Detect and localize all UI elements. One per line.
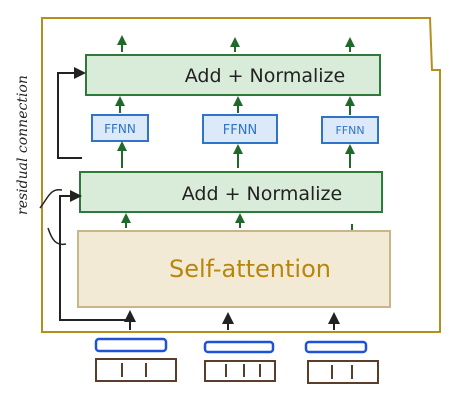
- input-blue-bar-2: [203, 340, 275, 354]
- residual-connection-lines: [39, 67, 128, 321]
- ffnn-to-top-arrows: [115, 96, 355, 115]
- ffnn-label-2: FFNN: [223, 123, 257, 138]
- encoder-block-border: [41, 17, 441, 333]
- ffnn-label-3: FFNN: [335, 124, 364, 137]
- bottom-to-ffnn-arrows: [117, 141, 355, 168]
- attention-to-addnorm-arrows: [121, 213, 353, 230]
- ffnn-box-2: [202, 114, 278, 144]
- input-blue-bar-3: [304, 340, 368, 354]
- add-normalize-bottom-label: Add + Normalize: [182, 183, 342, 205]
- output-arrows: [117, 35, 355, 52]
- input-embedding-box-3: [307, 360, 379, 384]
- self-attention-box: [77, 230, 391, 308]
- add-normalize-top-label: Add + Normalize: [185, 65, 345, 87]
- ffnn-label-1: FFNN: [104, 122, 136, 136]
- input-embedding-box-1: [95, 358, 177, 382]
- input-blue-bar-1: [94, 337, 168, 353]
- residual-connection-label: residual connection: [15, 75, 31, 215]
- add-normalize-top-box: [85, 54, 381, 96]
- add-normalize-bottom-box: [79, 171, 383, 213]
- input-embedding-box-2: [204, 360, 276, 382]
- input-token-3: [304, 340, 379, 384]
- ffnn-box-3: [321, 116, 379, 144]
- self-attention-label: Self-attention: [169, 255, 331, 283]
- input-token-1: [94, 337, 177, 382]
- input-arrows: [124, 310, 340, 330]
- input-token-2: [203, 340, 276, 382]
